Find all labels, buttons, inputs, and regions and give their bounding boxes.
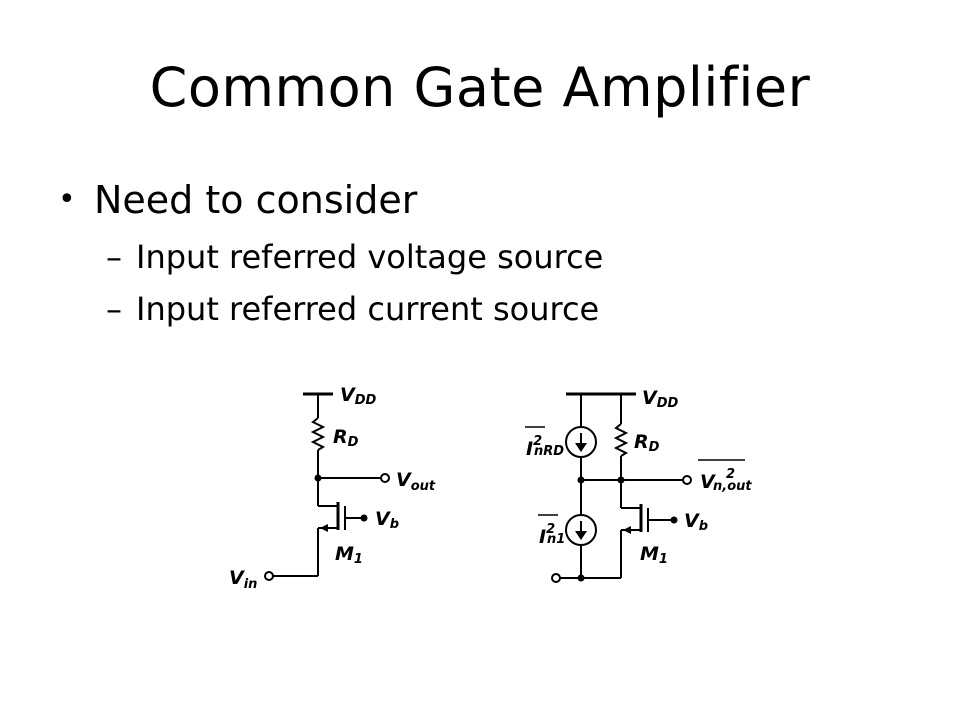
- arrow-down-icon: [575, 531, 587, 540]
- sub-item-text: Input referred voltage source: [136, 238, 604, 276]
- m1-label: M1: [640, 543, 668, 567]
- vdd-label: VDD: [642, 387, 679, 411]
- vb-label: Vb: [684, 510, 708, 534]
- vin-label: Vin: [229, 567, 257, 592]
- vb-label: Vb: [375, 508, 399, 532]
- slide-title: Common Gate Amplifier: [149, 56, 811, 119]
- gate-node: [360, 514, 368, 522]
- vdd-label: VDD: [340, 384, 377, 408]
- input-terminal: [264, 571, 274, 581]
- resistor-rd: [310, 417, 326, 451]
- dash-marker: –: [106, 290, 122, 328]
- gate-node: [670, 516, 678, 524]
- m1-label: M1: [335, 543, 363, 567]
- sub-item-text: Input referred current source: [136, 290, 600, 328]
- sub-item-voltage-source: –Input referred voltage source: [106, 238, 603, 276]
- input-terminal: [551, 573, 561, 583]
- bullet-item: • Need to consider: [58, 178, 417, 222]
- source-arrow: [623, 526, 631, 534]
- rd-label: RD: [333, 426, 359, 450]
- left-circuit: VDD RD Vout Vb M1 Vin: [229, 384, 436, 592]
- arrow-down-icon: [575, 443, 587, 452]
- bullet-text: Need to consider: [94, 178, 418, 222]
- rd-label: RD: [634, 431, 660, 455]
- dash-marker: –: [106, 238, 122, 276]
- resistor-rd: [613, 423, 629, 457]
- output-terminal: [682, 475, 692, 485]
- vout-label: Vout: [396, 469, 436, 494]
- bullet-dot: •: [58, 182, 76, 217]
- sub-item-current-source: –Input referred current source: [106, 290, 599, 328]
- source-arrow: [320, 524, 328, 532]
- output-terminal: [380, 473, 390, 483]
